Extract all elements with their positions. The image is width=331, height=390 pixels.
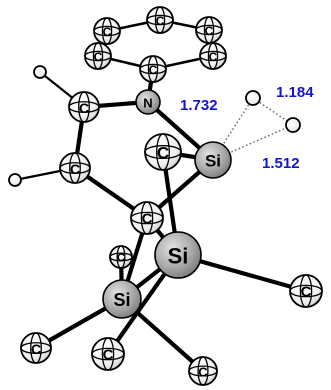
atom-h4 [285,117,301,133]
atom-c_ph5: C [139,55,167,83]
atom-label: C [301,284,312,301]
atom-h2 [8,173,22,187]
atom-label: C [142,211,153,228]
ellipsoid-axis [156,133,170,171]
atom-c_si_methyl: C [144,133,182,171]
atom-label: C [103,347,114,364]
ellipsoid-axis [69,152,81,184]
ellipsoid-axis [188,365,218,377]
ellipsoid-axis [116,245,126,269]
ellipsoid-axis [289,284,323,298]
atom-label: Si [113,290,130,310]
atom-label: C [31,341,41,357]
atom-label: C [70,161,80,177]
atom-sphere [8,173,22,187]
ellipsoid-axis [144,145,182,159]
atom-label: N [143,96,152,111]
atom-label: C [94,50,103,64]
ellipsoid-axis [147,55,159,83]
atom-label: C [117,252,125,264]
ellipsoid-axis [207,42,219,70]
atom-sphere [245,90,261,106]
atom-label: C [205,24,214,38]
ellipsoid-axis [91,347,125,361]
atom-label: Si [205,152,221,171]
partial-bond-si_upper-h4 [212,124,294,161]
atom-sphere [33,65,47,79]
atom-h3 [245,90,261,106]
ellipsoid-axis [59,162,91,174]
atom-c_ph4: C [199,42,227,70]
distance-label: 1.732 [180,97,218,114]
ellipsoid-axis [101,337,115,371]
atom-c_ring_b: C [59,152,91,184]
atom-c_ph1: C [93,17,121,45]
ellipsoid-axis [199,50,227,62]
atom-c_bl: C [20,332,52,364]
ellipsoid-axis [68,101,100,113]
atom-c_bm: C [91,337,125,371]
ellipsoid-axis [78,91,90,123]
atom-label: C [156,14,165,28]
ellipsoid-axis [93,25,121,37]
atom-n1: N [135,89,161,115]
atom-sphere [135,89,161,115]
partial-bond-h3-h4 [252,97,294,126]
distance-labels-layer: 1.732 1.184 1.512 [180,84,314,172]
atom-sphere [285,117,301,133]
atom-label: C [79,100,89,116]
atom-c_ph2: C [146,6,174,34]
ellipsoid-axis [197,356,209,386]
atom-label: C [149,63,158,77]
ellipsoid-axis [146,14,174,26]
ellipsoid-axis [140,201,154,235]
atom-c_br: C [188,356,218,386]
atom-c_right: C [289,274,323,308]
atom-sphere [154,231,202,279]
atom-c_ph3: C [195,16,223,44]
ellipsoid-axis [299,274,313,308]
atom-si_lower: Si [102,279,142,319]
atom-si_big: Si [154,231,202,279]
ellipsoid-axis [30,332,42,364]
atom-label: C [198,365,208,380]
atom-c_ph6: C [84,42,112,70]
atom-c_center: C [130,201,164,235]
atom-sphere [102,279,142,319]
atom-label: C [103,25,112,39]
atom-c_small: C [109,245,133,269]
ellipsoid-axis [84,50,112,62]
ellipsoid-axis [109,252,133,262]
ellipsoid-axis [139,63,167,75]
ellipsoid-axis [20,342,52,354]
ellipsoid-axis [130,211,164,225]
atom-sphere [194,141,232,179]
atom-label: C [209,50,218,64]
ellipsoid-axis [195,24,223,36]
ellipsoid-axis [101,17,113,45]
atom-si_upper: Si [194,141,232,179]
ellipsoid-axis [154,6,166,34]
distance-label: 1.512 [262,155,300,172]
distance-label: 1.184 [276,84,314,101]
atom-c_ring_a: C [68,91,100,123]
atom-h1 [33,65,47,79]
ellipsoid-axis [92,42,104,70]
atom-label: Si [168,244,189,269]
atom-label: C [157,144,169,163]
